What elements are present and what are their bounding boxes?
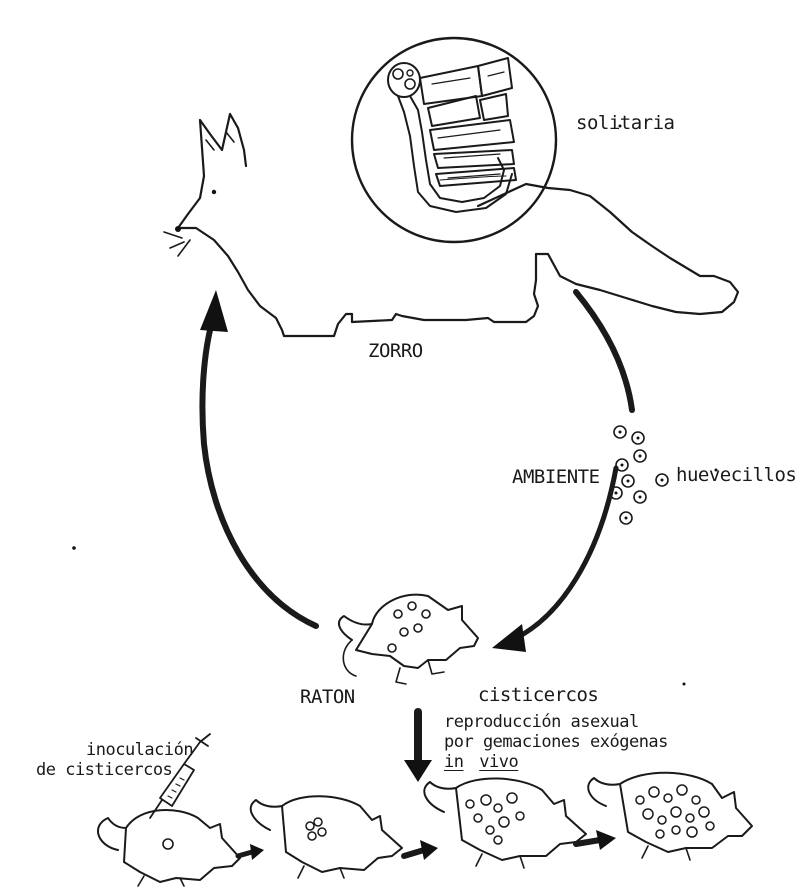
mouse-stage-2 — [251, 796, 402, 878]
egg-icon — [616, 459, 628, 471]
mouse-stage-3 — [424, 778, 586, 868]
arrow-stage-2-3 — [404, 840, 438, 860]
label-reproduction-line1: reproducción asexual — [444, 712, 639, 732]
label-ambiente: AMBIENTE — [512, 466, 600, 488]
cyst-cluster — [636, 785, 714, 838]
egg-icon — [614, 426, 626, 438]
egg-icon — [622, 475, 634, 487]
label-inoculation-line2: de cisticercos — [36, 760, 172, 780]
label-inoculation-line1: inoculación — [86, 740, 193, 760]
label-raton: RATON — [300, 686, 355, 708]
egg-icon — [634, 491, 646, 503]
cycle-arrow-environment-to-mouse — [492, 468, 616, 652]
reproduction-arrow — [404, 712, 432, 782]
label-cisticercos: cisticercos — [478, 684, 598, 706]
tapeworm-icon — [388, 58, 516, 212]
mouse-stage-4 — [588, 773, 752, 860]
egg-icon — [634, 450, 646, 462]
cyst-icon — [163, 839, 173, 849]
label-zorro: ZORRO — [368, 340, 423, 362]
cycle-arrow-mouse-to-fox — [200, 290, 316, 626]
label-huevecillos: huevecillos — [676, 464, 796, 486]
egg-icon — [620, 512, 632, 524]
cycle-arrow-fox-to-environment — [576, 292, 632, 410]
arrow-stage-1-2 — [238, 844, 264, 860]
label-reproduction-line2: por gemaciones exógenas — [444, 732, 668, 752]
cyst-cluster — [466, 793, 524, 844]
label-vivo: vivo — [479, 752, 518, 772]
cyst-cluster — [306, 818, 326, 840]
label-solitaria: solitaria — [576, 112, 674, 134]
label-in-vivo: in vivo — [444, 752, 518, 772]
egg-icon — [656, 474, 668, 486]
arrow-stage-3-4 — [576, 830, 616, 850]
mouse-stage-1 — [98, 810, 240, 886]
label-in: in — [444, 752, 463, 772]
mouse-icon — [339, 595, 478, 684]
tapeworm-inset — [352, 38, 556, 242]
egg-cluster — [610, 426, 668, 524]
egg-icon — [632, 432, 644, 444]
